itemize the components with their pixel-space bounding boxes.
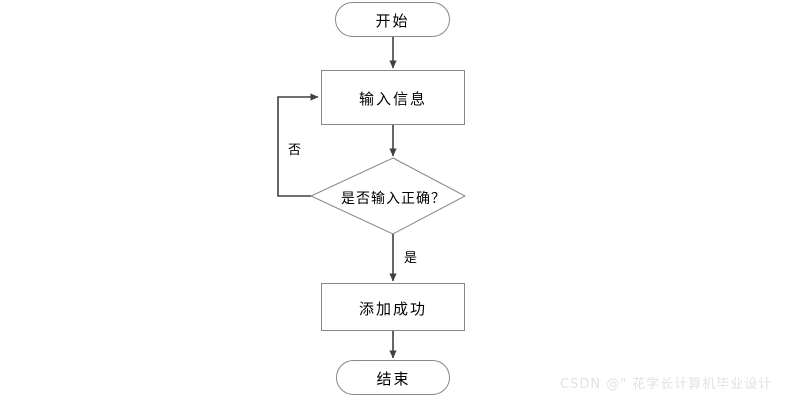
node-success-shape[interactable] [321, 283, 465, 331]
node-start-shape[interactable] [335, 2, 450, 37]
node-input-shape[interactable] [321, 70, 465, 125]
edge-label-yes: 是 [404, 251, 418, 266]
edge-decision-no-loop [277, 93, 319, 197]
watermark-text: CSDN @" 花学长计算机毕业设计 [560, 377, 773, 392]
node-end-label: 结束 [376, 370, 411, 388]
node-start-label: 开始 [375, 12, 410, 30]
node-decision-label: 是否输入正确？ [341, 191, 446, 207]
edge-label-no: 否 [288, 143, 302, 158]
node-end-shape[interactable] [336, 360, 450, 395]
node-success-label: 添加成功 [358, 300, 427, 318]
node-input-label: 输入信息 [358, 90, 427, 108]
